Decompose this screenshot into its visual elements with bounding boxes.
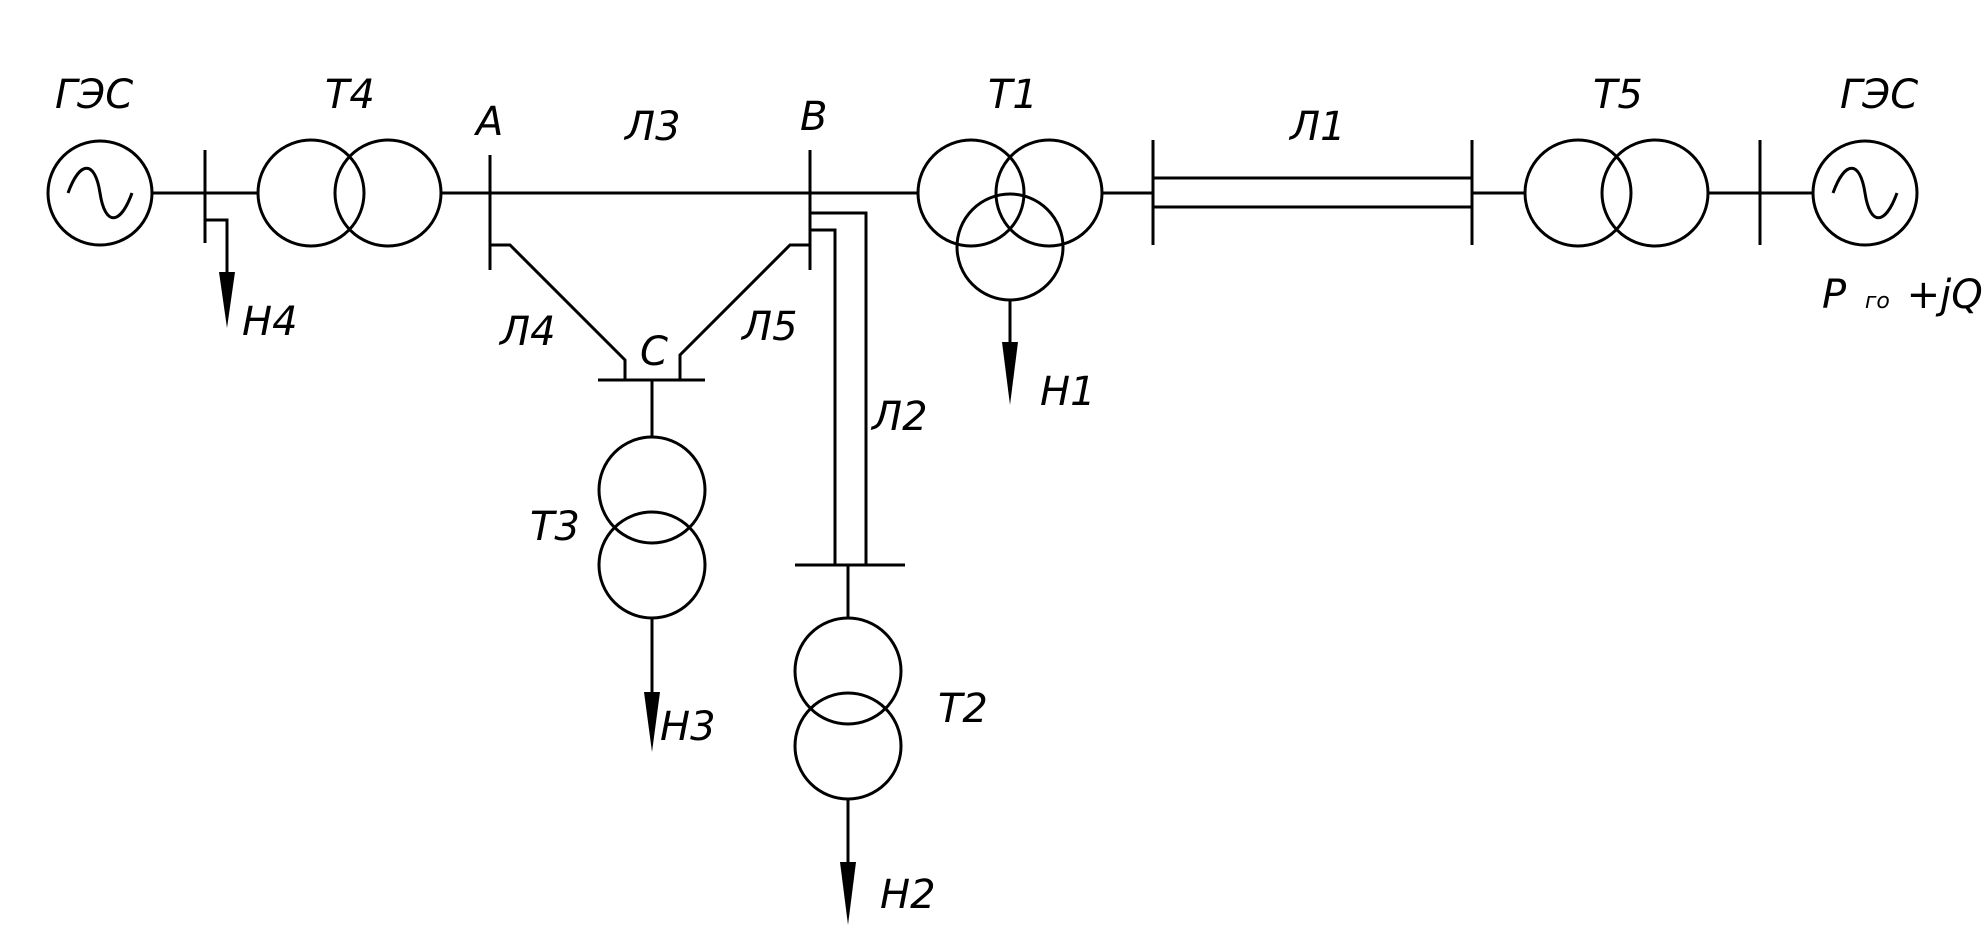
transformer-t1 [916, 138, 1104, 302]
sine-wave-icon [1831, 166, 1899, 220]
line-l4 [490, 243, 627, 380]
transformer-t3-label: Т3 [530, 504, 580, 550]
transformer-t1-label: Т1 [988, 72, 1038, 118]
power-p-subscript: го [1865, 289, 1890, 314]
load-h1-label: Н1 [1040, 369, 1096, 415]
line-l3-label: Л3 [623, 104, 681, 150]
load-h4-label: Н4 [242, 299, 298, 345]
load-h4 [205, 218, 235, 328]
load-h2-label: Н2 [880, 872, 936, 918]
load-h3-label: Н3 [660, 704, 716, 750]
transformer-t5-label: Т5 [1593, 72, 1643, 118]
generator-left-label: ГЭС [55, 72, 133, 118]
generator-right [1811, 139, 1919, 247]
transformer-t3 [597, 435, 707, 620]
line-l1 [1153, 176, 1472, 209]
transformer-t2-label: Т2 [938, 686, 988, 732]
transformer-t4 [256, 138, 443, 248]
generator-left [46, 139, 154, 247]
load-h1 [1002, 300, 1018, 405]
node-a-label: А [473, 99, 503, 145]
load-h2 [840, 799, 856, 925]
generator-right-power: P го +jQ го [1822, 272, 1983, 318]
line-l2 [810, 211, 868, 565]
node-c-label: С [640, 329, 668, 375]
load-h3 [644, 618, 660, 752]
sine-wave-icon [66, 166, 134, 220]
generator-right-label: ГЭС [1840, 72, 1918, 118]
line-l2-label: Л2 [870, 394, 928, 440]
line-l1-label: Л1 [1288, 104, 1346, 150]
line-l5-label: Л5 [740, 304, 798, 350]
svg-text:P го +jQ го: P го +jQ го [1822, 272, 1983, 318]
line-l5 [678, 243, 810, 380]
node-b-label: В [800, 94, 827, 140]
transformer-t2 [793, 616, 903, 801]
power-jq: +jQ [1907, 272, 1983, 318]
line-l4-label: Л4 [498, 309, 556, 355]
power-p: P [1822, 272, 1847, 318]
transformer-t5 [1523, 138, 1710, 248]
transformer-t4-label: Т4 [325, 72, 375, 118]
